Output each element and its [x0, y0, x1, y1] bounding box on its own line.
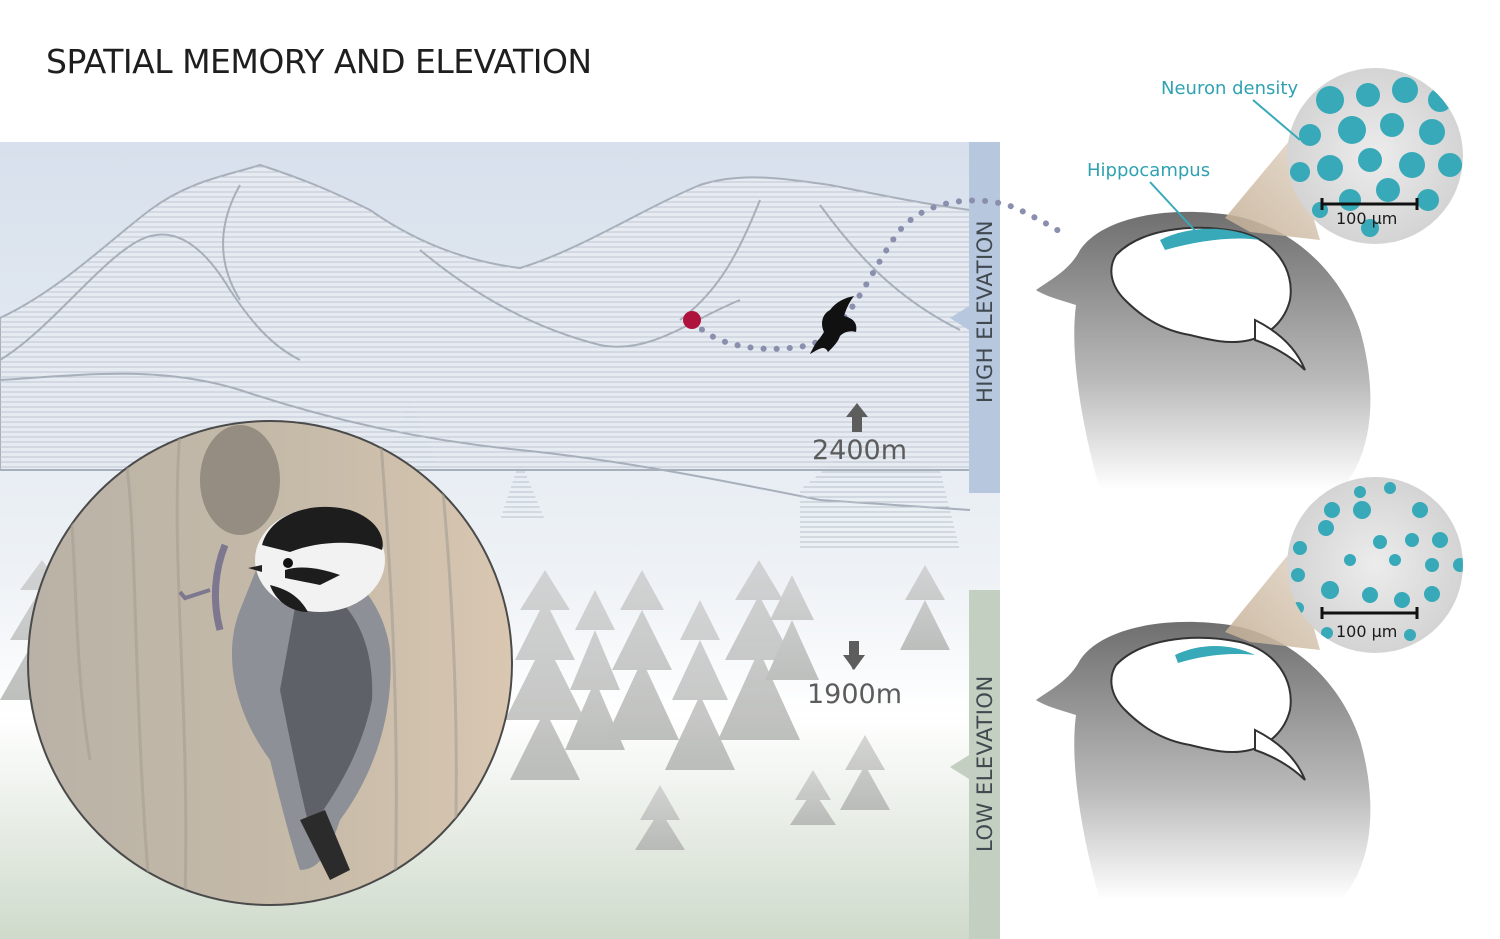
scale-bar-label-low: 100 µm	[1336, 622, 1398, 641]
page-title: SPATIAL MEMORY AND ELEVATION	[46, 42, 592, 81]
low-elevation-value: 1900m	[807, 679, 903, 710]
neuron-zoom-low	[1287, 477, 1463, 653]
brain-diagram-low	[1036, 621, 1371, 900]
up-arrow-icon	[846, 403, 868, 432]
low-elevation-band	[969, 590, 1000, 939]
hippocampus-callout: Hippocampus	[1087, 160, 1211, 181]
neuron-zoom-high	[1287, 68, 1463, 244]
high-elevation-value: 2400m	[812, 435, 908, 466]
hippocampus-leader	[1149, 181, 1201, 237]
down-arrow-icon	[843, 641, 865, 670]
brain-diagram-high	[1036, 211, 1371, 490]
scale-bar-label-high: 100 µm	[1336, 209, 1398, 228]
flight-path	[690, 197, 1068, 352]
low-elevation-label: LOW ELEVATION	[973, 675, 997, 852]
bird-silhouette-icon	[810, 296, 857, 354]
cache-marker-icon	[683, 311, 701, 329]
chickadee-illustration	[27, 420, 513, 906]
neuron-density-callout: Neuron density	[1161, 78, 1299, 99]
high-elevation-label: HIGH ELEVATION	[973, 220, 997, 403]
mountain-range	[0, 163, 971, 550]
neuron-density-leader	[1252, 99, 1301, 141]
forest	[0, 560, 950, 850]
